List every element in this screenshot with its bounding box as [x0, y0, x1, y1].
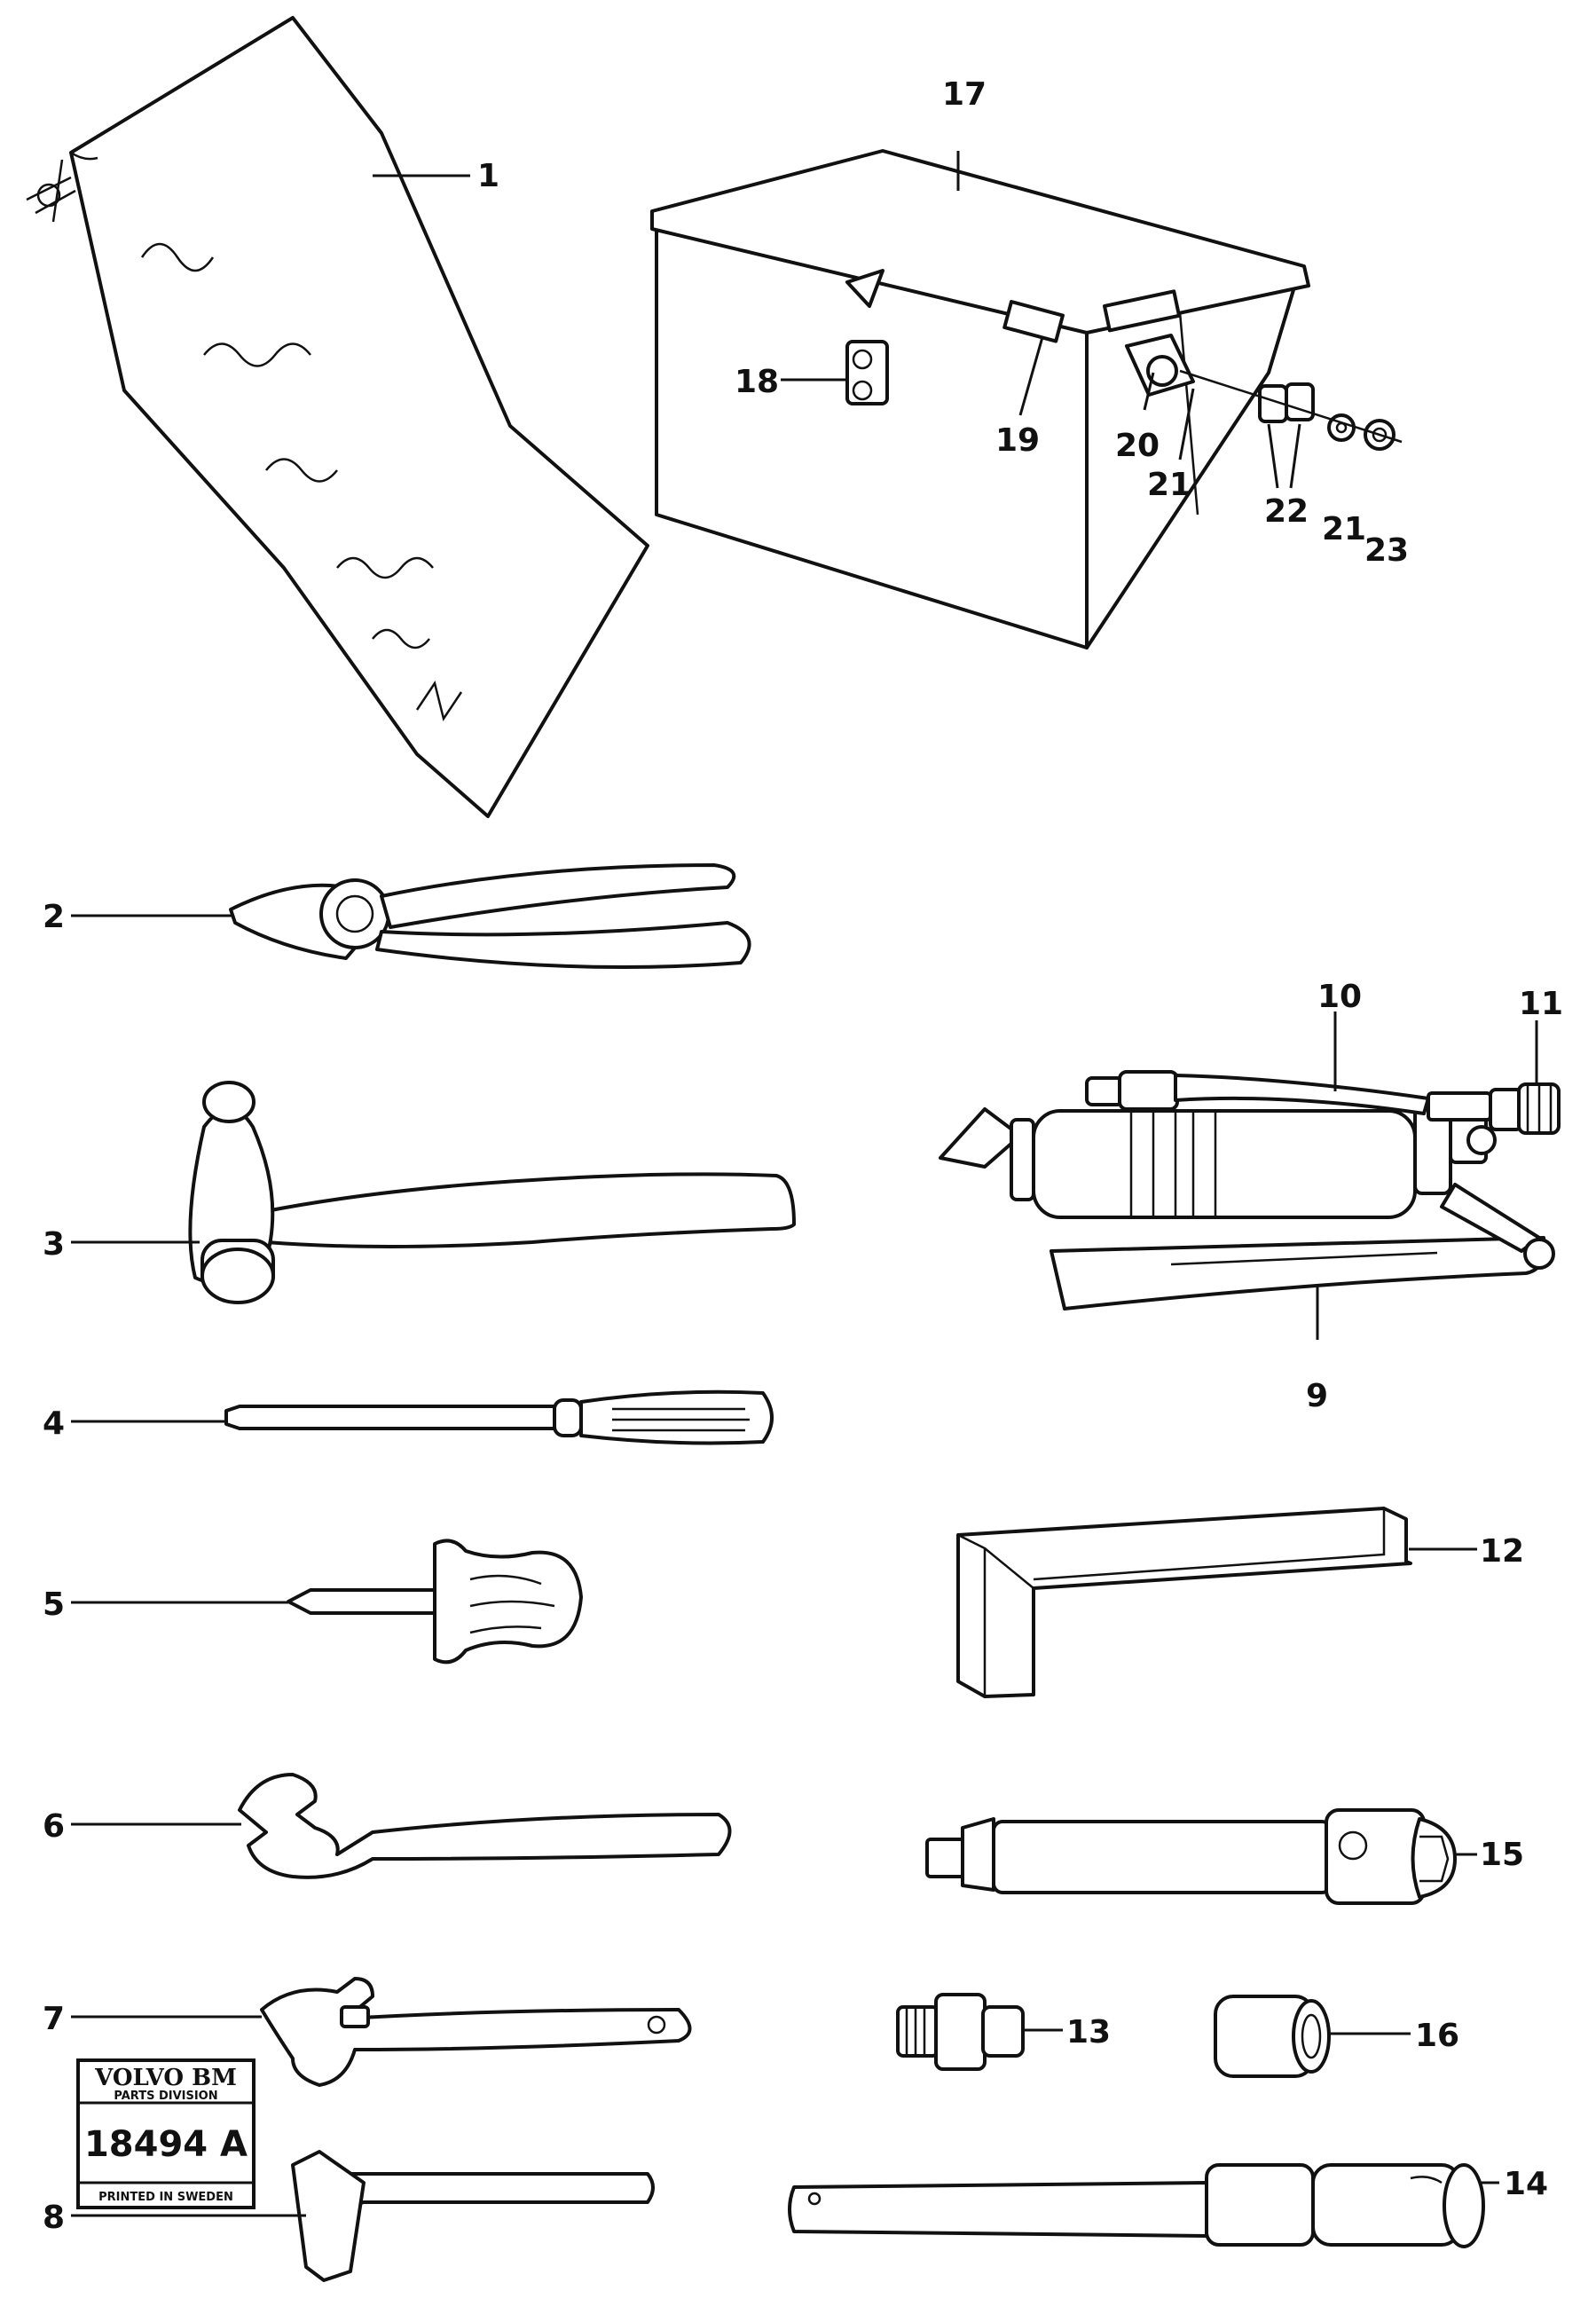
- grease-gun: [939, 1103, 1555, 1311]
- stamp-footer: PRINTED IN SWEDEN: [98, 2191, 233, 2204]
- stamp-brand: VOLVO BM: [94, 2065, 237, 2091]
- tool-bag: [26, 16, 649, 818]
- grease-gun-nozzle: [1489, 1082, 1561, 1135]
- adjustable-wrench: [260, 1977, 692, 2087]
- callout-6: 6: [43, 1808, 65, 1845]
- stamp-number: 18494 A: [84, 2124, 248, 2165]
- callout-8: 8: [43, 2200, 65, 2236]
- box-wrench-bar: [788, 2163, 1485, 2248]
- callout-21a: 21: [1147, 467, 1191, 503]
- callout-2: 2: [43, 899, 65, 935]
- callout-22: 22: [1264, 493, 1309, 530]
- callout-15: 15: [1480, 1837, 1524, 1873]
- adapter-nipple: [896, 1993, 1025, 2071]
- callout-9: 9: [1306, 1378, 1328, 1414]
- callout-20: 20: [1115, 428, 1160, 464]
- callout-4: 4: [43, 1405, 65, 1442]
- parts-stamp: VOLVO BM PARTS DIVISION 18494 A PRINTED …: [76, 2058, 256, 2209]
- callout-1: 1: [477, 158, 499, 194]
- callout-19: 19: [995, 422, 1040, 459]
- hex-key-large: [956, 1507, 1412, 1698]
- callout-10: 10: [1317, 979, 1362, 1015]
- callout-13: 13: [1066, 2014, 1111, 2050]
- callout-11: 11: [1519, 986, 1563, 1022]
- callout-16: 16: [1415, 2018, 1459, 2054]
- hinge-bolt-assembly: [1125, 334, 1403, 451]
- latch: [845, 269, 889, 405]
- tool-box: [650, 149, 1310, 649]
- hex-key-small: [291, 2150, 655, 2282]
- grease-gun-hose: [1085, 1070, 1492, 1122]
- callout-18: 18: [735, 364, 779, 400]
- callout-21b: 21: [1322, 511, 1366, 547]
- open-end-wrench: [238, 1773, 732, 1879]
- cross-screwdriver: [287, 1539, 583, 1665]
- callout-23: 23: [1364, 532, 1409, 569]
- socket: [1214, 1995, 1331, 2078]
- callout-14: 14: [1504, 2166, 1548, 2202]
- stamp-division: PARTS DIVISION: [114, 2090, 217, 2103]
- screwdriver: [224, 1389, 774, 1445]
- callout-7: 7: [43, 2001, 65, 2037]
- socket-extension: [925, 1808, 1457, 1905]
- callout-3: 3: [43, 1226, 65, 1263]
- pliers: [229, 863, 751, 969]
- callout-17: 17: [942, 76, 987, 113]
- callout-5: 5: [43, 1586, 65, 1623]
- callout-12: 12: [1480, 1533, 1524, 1570]
- hammer: [188, 1081, 796, 1304]
